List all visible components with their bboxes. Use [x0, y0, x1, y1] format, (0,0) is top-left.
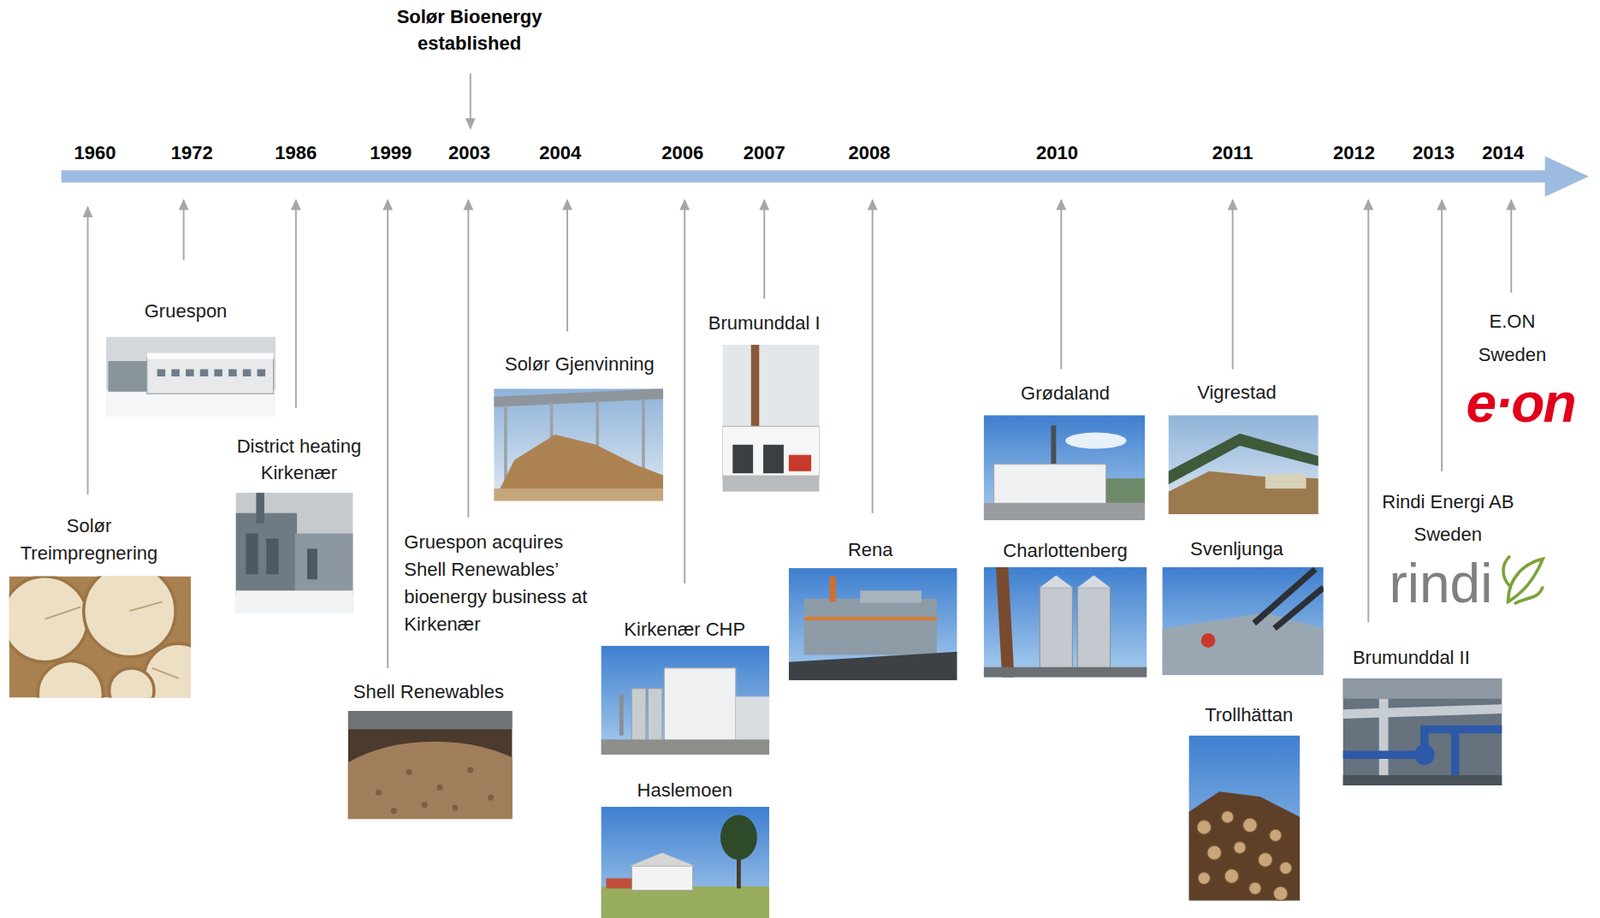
photo-plant	[235, 492, 353, 614]
event-caption: Solør Treimpregnering	[3, 512, 175, 568]
event-caption: Brumunddal II	[1329, 645, 1493, 671]
photo-chp	[600, 645, 770, 756]
year-label: 2008	[830, 141, 908, 166]
photo-svenljunga	[1161, 567, 1323, 676]
event-caption: Solør Gjenvinning	[485, 351, 674, 378]
leader-arrow	[566, 200, 569, 332]
year-label: 2003	[431, 141, 509, 166]
year-label: 2013	[1395, 141, 1473, 166]
event-caption: Kirkenær CHP	[598, 616, 771, 643]
photo-vigrestad	[1168, 414, 1319, 515]
event-caption: E.ON Sweden	[1460, 304, 1564, 372]
leader-arrow	[1367, 200, 1369, 623]
leader-arrow	[87, 207, 89, 495]
year-label: 2004	[521, 141, 599, 166]
photo-shed	[493, 388, 664, 501]
leader-arrow	[469, 73, 472, 129]
photo-haslemoen	[600, 806, 770, 918]
year-label: 2011	[1194, 141, 1272, 166]
leader-arrow	[295, 200, 297, 409]
event-caption: Shell Renewables	[334, 679, 523, 706]
event-caption: Rindi Energi AB Sweden	[1366, 485, 1529, 552]
photo-rena	[788, 568, 958, 681]
photo-grodaland	[983, 414, 1145, 521]
year-label: 1972	[153, 141, 231, 166]
event-caption: Rena	[818, 537, 922, 563]
event-caption: Grødaland	[988, 380, 1143, 407]
event-caption: District heating Kirkenær	[225, 432, 372, 486]
event-caption: Trollhättan	[1180, 702, 1318, 729]
photo-logs	[1, 564, 214, 726]
rindi-leaf	[1503, 556, 1543, 605]
year-label: 1986	[257, 141, 335, 166]
leader-arrow	[467, 200, 469, 518]
year-label: 2012	[1315, 141, 1393, 166]
leader-arrow	[386, 200, 389, 669]
event-caption: Charlottenberg	[979, 538, 1151, 564]
year-label: 1999	[352, 141, 430, 166]
rindi-logo: rindi	[1388, 552, 1493, 615]
event-caption: Gruespon	[117, 298, 255, 325]
leader-arrow	[763, 200, 765, 300]
photo-logpile	[1188, 735, 1300, 901]
eon-logo: e·on	[1465, 372, 1575, 434]
leader-arrow	[1510, 200, 1512, 293]
photo-interior	[1342, 678, 1502, 786]
event-caption: Brumunddal I	[687, 310, 842, 337]
year-label: 2006	[644, 141, 722, 166]
leader-arrow	[1440, 200, 1443, 472]
year-label: 2007	[725, 141, 803, 166]
leader-arrow	[183, 200, 185, 261]
photo-silos	[983, 567, 1148, 678]
milestone-callout: Solør Bioenergy established	[367, 3, 573, 57]
year-label: 2014	[1464, 141, 1542, 166]
leader-arrow	[1060, 200, 1062, 370]
year-label: 2010	[1019, 141, 1097, 166]
event-caption: Haslemoen	[598, 777, 771, 804]
photo-pellets	[312, 711, 558, 885]
year-label: 1960	[56, 141, 134, 166]
event-caption: Vigrestad	[1167, 379, 1305, 406]
leader-arrow	[1232, 200, 1234, 370]
leader-arrow	[871, 200, 874, 514]
event-caption: Gruespon acquires Shell Renewables’ bioe…	[403, 528, 603, 639]
timeline-shaft	[61, 170, 1550, 183]
photo-building	[722, 344, 819, 492]
photo-factory	[106, 336, 276, 416]
timeline-head	[1545, 155, 1589, 197]
event-caption: Svenljunga	[1167, 536, 1305, 563]
leader-arrow	[683, 200, 686, 584]
